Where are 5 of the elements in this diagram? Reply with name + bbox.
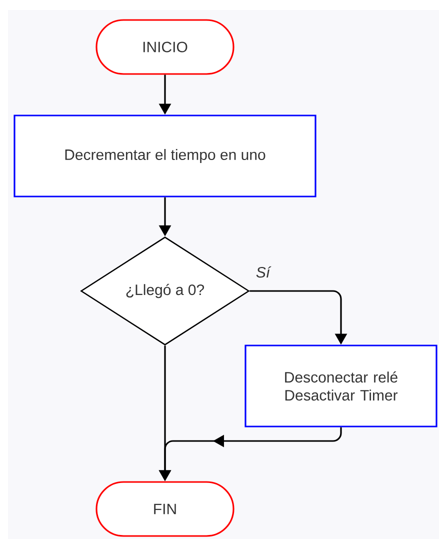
process-box: Desconectar relé Desactivar Timer <box>244 344 438 428</box>
process-box: Decrementar el tiempo en uno <box>14 114 316 198</box>
edge-label: Sí <box>256 266 272 278</box>
start-terminal: INICIO <box>96 19 234 75</box>
end-terminal: FIN <box>96 481 234 537</box>
